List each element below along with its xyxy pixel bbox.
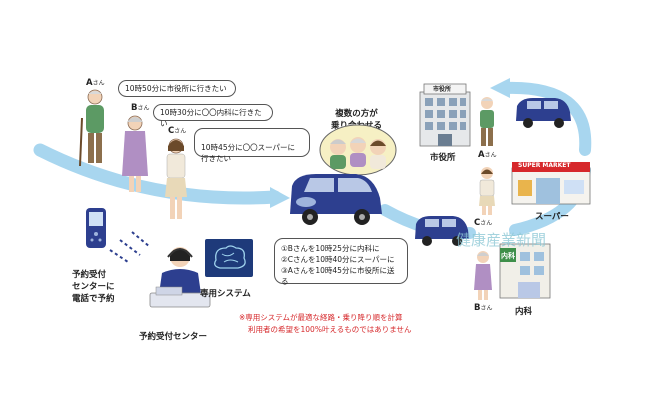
supermarket-building [511, 162, 591, 205]
city-hall-building [419, 83, 471, 147]
request-a-text: 10時50分に市役所に行きたい [125, 84, 227, 93]
schedule-item-2: ②Cさんを10時40分にスーパーに [281, 255, 395, 264]
person-b-clinic-name: B [474, 303, 481, 313]
person-b-clinic-suffix: さん [480, 305, 493, 312]
request-bubble-c: 10時45分に〇〇スーパーに 行きたい [194, 128, 310, 163]
schedule-bubble: ①Bさんを10時25分に内科に ②Cさんを10時40分にスーパーに ③Aさんを1… [274, 238, 408, 286]
person-a-suffix: さん [92, 80, 105, 87]
mobile-phone-icon [86, 208, 106, 248]
shared-van-main [290, 174, 382, 225]
request-bubble-a: 10時50分に市役所に行きたい [118, 80, 236, 97]
person-b-name: B [131, 103, 138, 113]
person-a-figure [79, 89, 104, 167]
reservation-center-text: 予約受付センター [139, 332, 208, 342]
person-c-supermarket-label: Cさん [474, 218, 492, 228]
person-a-city-hall-suffix: さん [484, 152, 497, 159]
person-c-name: C [168, 126, 175, 136]
phone-reservation-label: 予約受付 センターに 電話で予約 [72, 257, 115, 305]
person-c-at-supermarket [479, 167, 495, 215]
request-bubble-b: 10時30分に〇〇内科に行きたい [153, 104, 273, 128]
note-text-2: 利用者の希望を100%叶えるものではありません [248, 325, 412, 334]
request-c-text: 10時45分に〇〇スーパーに 行きたい [201, 143, 296, 163]
note-line-2: 利用者の希望を100%叶えるものではありません [248, 324, 412, 335]
clinic-building [499, 243, 551, 299]
person-b-clinic-label: Bさん [474, 303, 493, 313]
person-c-suffix: さん [174, 128, 187, 135]
person-a-city-hall-name: A [478, 150, 485, 160]
note-text-1: ※専用システムが最適な経路・乗り降り順を計算 [239, 313, 403, 322]
reservation-center-label: 予約受付センター [139, 330, 207, 342]
supermarket-label-text: スーパー [535, 212, 569, 222]
operator-figure [149, 247, 211, 308]
shared-van-bottom-right [415, 216, 469, 246]
watermark: 健康産業新聞 [456, 229, 546, 250]
brain-system-icon [205, 239, 253, 277]
schedule-item-3: ③Aさんを10時45分に市役所に送る [281, 266, 395, 286]
person-a-at-city-hall [480, 97, 494, 146]
system-label: 専用システム [200, 287, 251, 299]
person-b-suffix: さん [137, 105, 150, 112]
schedule-item-1: ①Bさんを10時25分に内科に [281, 244, 380, 253]
person-b-at-clinic [474, 251, 492, 300]
person-a-label: Aさん [86, 78, 105, 88]
note-line-1: ※専用システムが最適な経路・乗り降り順を計算 [239, 312, 403, 323]
supermarket-sign-text: SUPER MARKET [518, 162, 571, 169]
supermarket-sign: SUPER MARKET [518, 162, 570, 169]
city-hall-sign: 市役所 [433, 84, 451, 93]
system-text: 専用システム [200, 289, 251, 299]
person-b-figure [122, 115, 148, 192]
person-c-figure [165, 138, 187, 219]
person-a-city-hall-label: Aさん [478, 150, 497, 160]
city-hall-label: 市役所 [430, 151, 456, 163]
person-a-name: A [86, 78, 93, 88]
request-b-text: 10時30分に〇〇内科に行きたい [160, 108, 262, 128]
clinic-label-text: 内科 [515, 307, 533, 317]
city-hall-sign-text: 市役所 [433, 86, 452, 93]
clinic-label: 内科 [515, 305, 532, 317]
person-c-label: Cさん [168, 126, 186, 136]
clinic-sign-text: 内科 [501, 252, 515, 260]
person-c-supermarket-name: C [474, 218, 481, 228]
supermarket-label: スーパー [535, 210, 569, 222]
shared-van-top-right [516, 98, 571, 128]
clinic-sign: 内科 [501, 251, 515, 261]
person-c-supermarket-suffix: さん [480, 220, 493, 227]
person-b-label: Bさん [131, 103, 150, 113]
phone-reservation-text: 予約受付 センターに 電話で予約 [72, 270, 115, 304]
city-hall-label-text: 市役所 [430, 153, 456, 163]
watermark-text: 健康産業新聞 [456, 231, 547, 249]
